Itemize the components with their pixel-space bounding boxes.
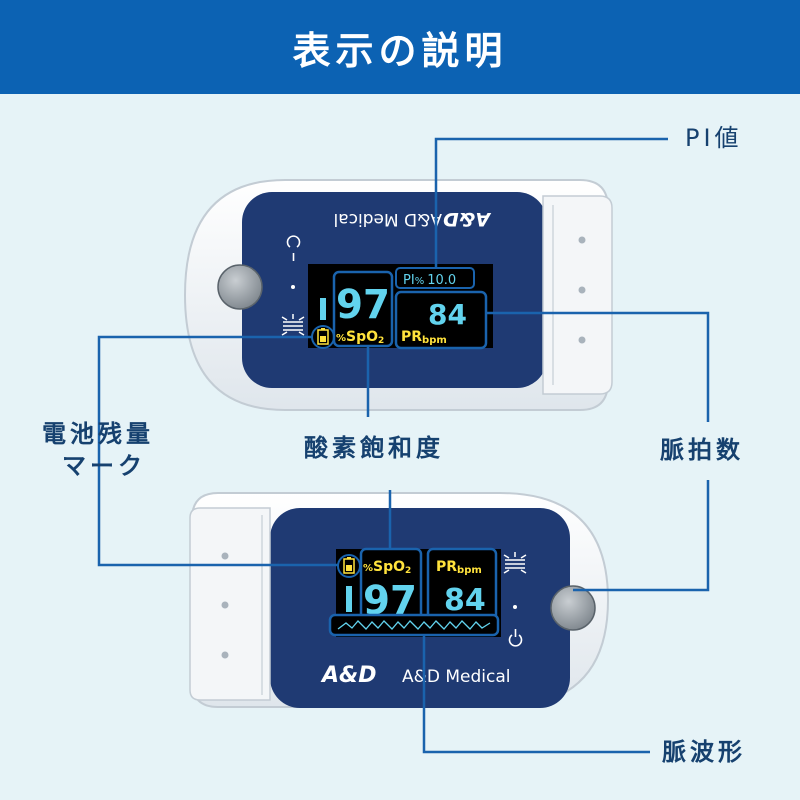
top-pi-readout: PI%10.0 [403, 273, 456, 288]
callout-pi [434, 137, 668, 268]
top-device-clip [542, 195, 613, 395]
label-oxygen-saturation: 酸素飽和度 [304, 434, 444, 462]
label-pi-value: PI値 [685, 124, 743, 152]
top-brightness-icon [281, 314, 305, 336]
callout-pulse-rate-top [486, 311, 710, 422]
top-brand-text: A&D Medical [333, 209, 442, 229]
top-pulse-bar [320, 298, 326, 320]
bottom-power-icon [508, 629, 523, 647]
top-pr-value: 84 [428, 298, 467, 331]
bottom-brand-logo: A&D [320, 663, 376, 688]
bottom-pulse-waveform [337, 620, 491, 630]
label-battery-remaining: 電池残量 マーク [42, 418, 154, 482]
top-power-icon [286, 235, 301, 261]
header-bar: 表示の説明 [0, 0, 800, 94]
top-spo2-value: 97 [336, 282, 390, 328]
label-pulse-rate: 脈拍数 [660, 436, 744, 464]
bottom-pr-unit: PRbpm [436, 559, 482, 576]
top-spo2-unit: %SpO2 [336, 329, 384, 346]
callout-pulse-rate-bottom [573, 480, 710, 592]
callout-waveform [422, 635, 650, 754]
bottom-spo2-unit: %SpO2 [363, 559, 411, 576]
bottom-device-power-button [550, 585, 596, 631]
callout-battery [97, 335, 338, 567]
top-pr-box [394, 290, 488, 350]
top-battery-icon [317, 328, 329, 345]
bottom-pulse-bar [346, 586, 352, 612]
top-device: A&D A&D Medical PI%10.0 97 %SpO2 84 PRbp… [183, 179, 613, 411]
callout-lines [97, 137, 710, 754]
top-device-power-button [217, 264, 263, 310]
bottom-device-clip [189, 507, 271, 701]
top-pr-unit: PRbpm [401, 329, 447, 346]
page-title: 表示の説明 [292, 28, 508, 73]
bottom-device: A&D A&D Medical %SpO2 97 PRbpm 84 [189, 492, 610, 708]
bottom-battery-icon [343, 557, 355, 574]
top-display [308, 264, 493, 348]
top-spo2-box [332, 270, 394, 348]
bottom-pr-value: 84 [444, 583, 486, 618]
label-battery-line1: 電池残量 [42, 420, 154, 448]
bottom-brightness-icon [503, 552, 527, 574]
label-battery-line2: マーク [62, 452, 146, 480]
bottom-brand-text: A&D Medical [402, 667, 511, 687]
label-pulse-waveform: 脈波形 [662, 738, 746, 766]
top-brand: A&D A&D Medical [333, 208, 492, 230]
top-brand-logo: A&D [443, 208, 492, 230]
